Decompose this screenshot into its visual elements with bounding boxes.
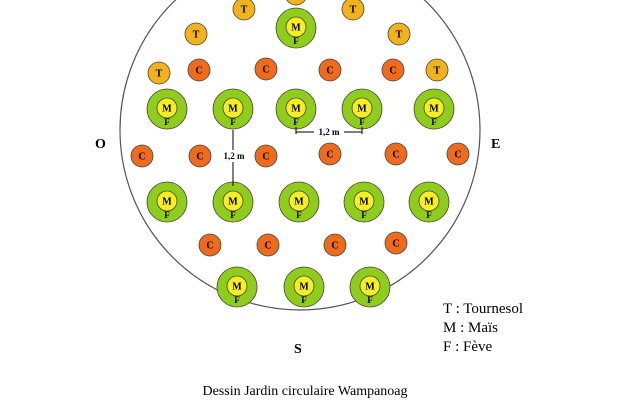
corn-plant	[359, 275, 381, 297]
corn-plant	[156, 190, 178, 212]
squash-plant	[318, 58, 342, 82]
squash-plant-letter: C	[262, 152, 269, 163]
squash-plant	[318, 142, 342, 166]
squash-plant	[198, 233, 222, 257]
sunflower-plant-letter: T	[156, 69, 163, 80]
corn-plant	[418, 190, 440, 212]
corn-plant	[351, 97, 373, 119]
corn-letter: M	[228, 104, 238, 115]
spacing-label-horizontal: 1,2 m	[319, 127, 341, 137]
sunflower-plant	[425, 58, 449, 82]
squash-plant	[256, 233, 280, 257]
legend-item-mais: M : Maïs	[443, 320, 499, 336]
corn-plant	[353, 190, 375, 212]
compass-east: E	[491, 137, 501, 152]
spacing-label-vertical: 1,2 m	[224, 151, 246, 161]
corn-letter: M	[291, 104, 301, 115]
squash-plant-letter: C	[326, 66, 333, 77]
squash-plant-letter: C	[138, 152, 145, 163]
bean-letter: F	[234, 295, 240, 305]
sunflower-plant-letter: T	[434, 66, 441, 77]
squash-plant-letter: C	[389, 66, 396, 77]
squash-plant-letter: C	[454, 150, 461, 161]
compass-south: S	[294, 342, 302, 357]
squash-plant	[446, 142, 470, 166]
squash-plant	[187, 58, 211, 82]
sunflower-plant	[184, 22, 208, 46]
legend: T : Tournesol M : Maïs F : Fève	[443, 300, 523, 357]
sunflower-plant-letter: T	[350, 5, 357, 16]
bean-letter: F	[359, 117, 365, 127]
squash-plant-letter: C	[392, 239, 399, 250]
squash-plant	[381, 58, 405, 82]
squash-plant	[384, 231, 408, 255]
corn-letter: M	[424, 197, 434, 208]
bean-letter: F	[301, 295, 307, 305]
sunflower-plant-letter: T	[193, 30, 200, 41]
squash-plant-letter: C	[262, 65, 269, 76]
corn-letter: M	[291, 23, 301, 34]
squash-plant	[188, 144, 212, 168]
bean-letter: F	[164, 117, 170, 127]
bean-letter: F	[230, 210, 236, 220]
corn-plant	[222, 190, 244, 212]
bean-letter: F	[426, 210, 432, 220]
corn-letter: M	[228, 197, 238, 208]
bean-letter: F	[361, 210, 367, 220]
bean-letter: F	[431, 117, 437, 127]
corn-plant	[222, 97, 244, 119]
squash-plant-letter: C	[195, 66, 202, 77]
corn-letter: M	[232, 282, 242, 293]
corn-plant	[288, 190, 310, 212]
compass-west: O	[95, 137, 106, 152]
bean-letter: F	[230, 117, 236, 127]
squash-plant-letter: C	[326, 150, 333, 161]
legend-item-feve: F : Fève	[443, 339, 493, 355]
squash-plant	[384, 142, 408, 166]
sunflower-plant	[232, 0, 256, 21]
squash-plant	[323, 233, 347, 257]
sunflower-plant	[286, 0, 306, 6]
corn-plant	[285, 16, 307, 38]
plants-layer: TTTTTTTCCCCCCCCCCCCCCMFMFMFMFMFMFMFMFMFM…	[130, 0, 470, 308]
corn-letter: M	[162, 197, 172, 208]
sunflower-plant-letter: T	[293, 0, 300, 1]
squash-plant-letter: C	[331, 241, 338, 252]
squash-plant	[254, 144, 278, 168]
bean-letter: F	[296, 210, 302, 220]
corn-plant	[285, 97, 307, 119]
squash-plant-letter: C	[392, 150, 399, 161]
bean-letter: F	[367, 295, 373, 305]
sunflower-plant	[341, 0, 365, 21]
sunflower-plant-letter: T	[241, 5, 248, 16]
corn-plant	[226, 275, 248, 297]
corn-letter: M	[365, 282, 375, 293]
squash-plant-letter: C	[196, 152, 203, 163]
corn-letter: M	[359, 197, 369, 208]
sunflower-plant	[387, 22, 411, 46]
corn-letter: M	[357, 104, 367, 115]
squash-plant-letter: C	[206, 241, 213, 252]
sunflower-plant-letter: T	[396, 30, 403, 41]
bean-letter: F	[293, 117, 299, 127]
bean-letter: F	[164, 210, 170, 220]
diagram-title: Dessin Jardin circulaire Wampanoag	[202, 384, 408, 399]
squash-plant	[254, 57, 278, 81]
bean-letter: F	[293, 36, 299, 46]
corn-plant	[293, 275, 315, 297]
legend-item-tournesol: T : Tournesol	[443, 301, 524, 317]
corn-letter: M	[429, 104, 439, 115]
squash-plant-letter: C	[264, 241, 271, 252]
corn-plant	[423, 97, 445, 119]
squash-plant	[130, 144, 154, 168]
spacing-marker-vertical: 1,2 m	[219, 130, 249, 186]
corn-letter: M	[294, 197, 304, 208]
corn-letter: M	[299, 282, 309, 293]
sunflower-plant	[147, 61, 171, 85]
corn-letter: M	[162, 104, 172, 115]
spacing-marker-horizontal: 1,2 m	[295, 126, 363, 137]
corn-plant	[156, 97, 178, 119]
